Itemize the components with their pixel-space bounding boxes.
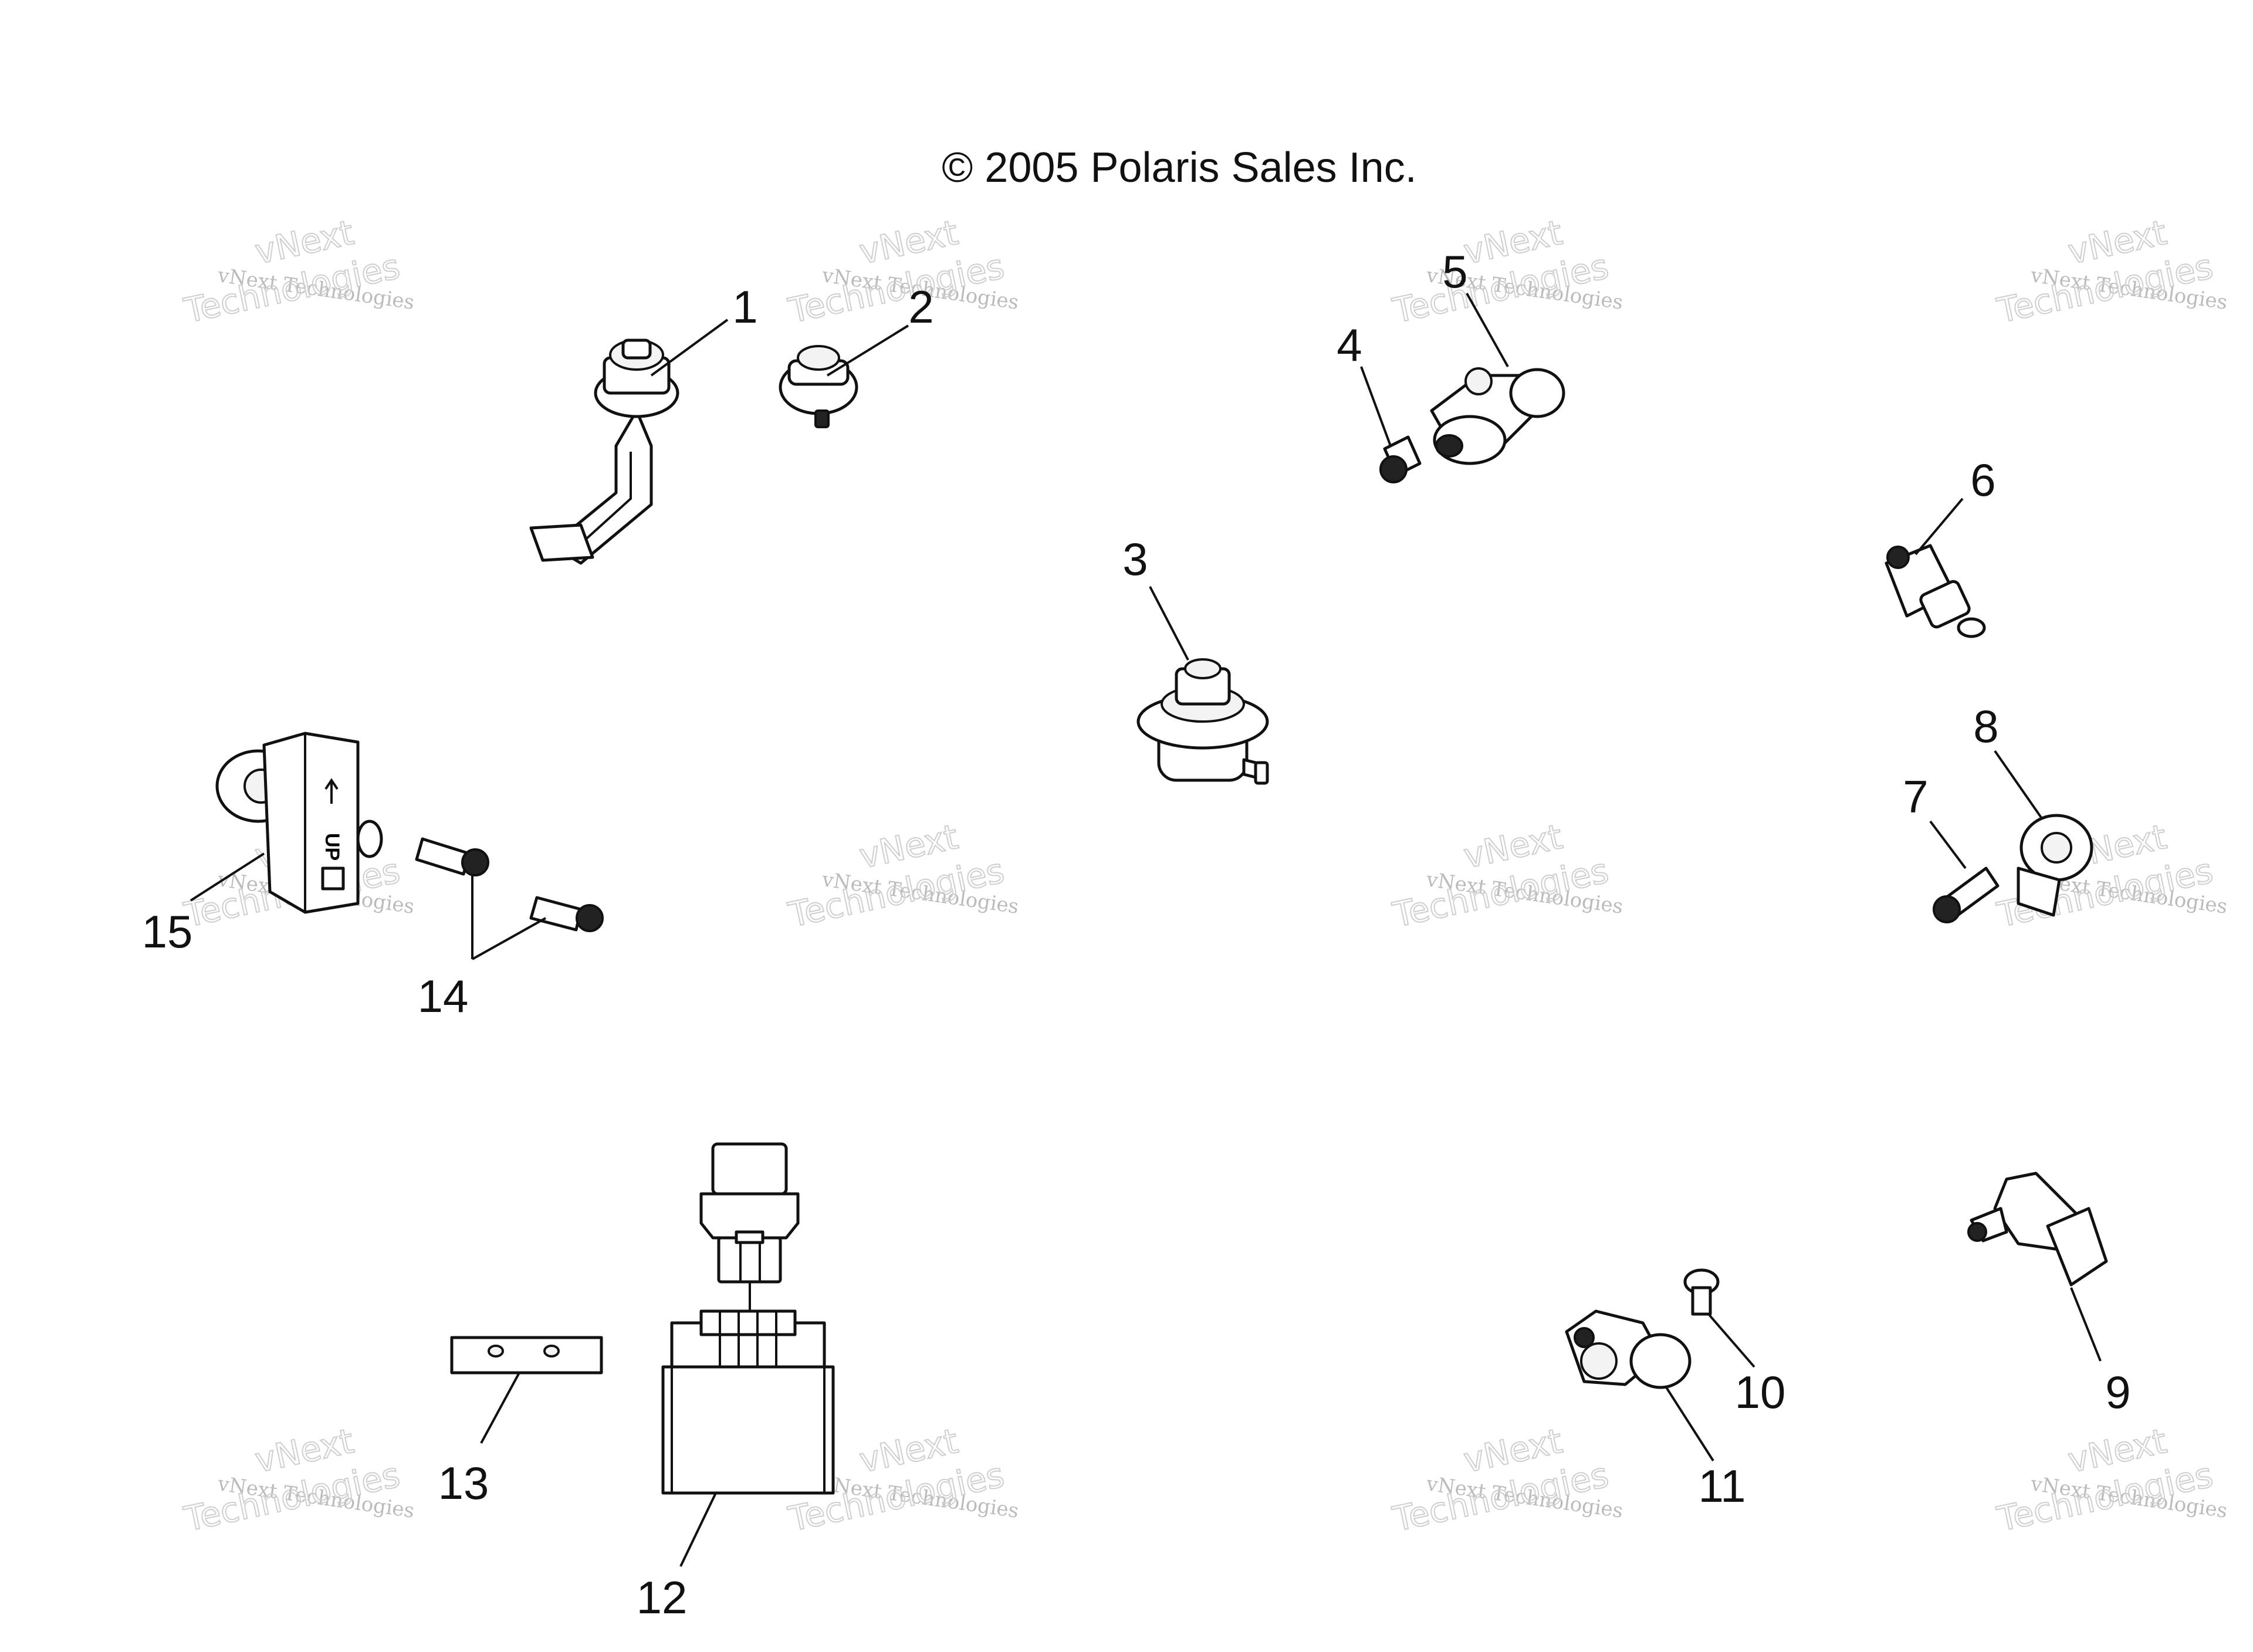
part-2-sensor <box>779 345 858 428</box>
part-label-6: 6 <box>1970 454 1995 506</box>
part-labels: 1 2 3 4 5 6 7 8 9 10 11 12 13 14 15 <box>142 246 2131 1623</box>
part-13-bracket <box>450 1336 603 1375</box>
watermark: vNext vNext Technologies Technologies <box>1389 816 1625 936</box>
part-label-3: 3 <box>1122 533 1148 585</box>
part-label-9: 9 <box>2105 1366 2130 1418</box>
part-label-1: 1 <box>732 281 757 333</box>
part-label-5: 5 <box>1442 246 1467 297</box>
watermark: vNext vNext Technologies Technologies <box>1993 1420 2229 1540</box>
part-8-knock-sensor <box>2017 814 2093 917</box>
part-15-sensor-module: UP <box>215 732 383 914</box>
part-10-bolt <box>1683 1268 1720 1316</box>
watermark: vNext vNext Technologies Technologies <box>1389 1420 1625 1540</box>
part-14-screws <box>415 837 604 932</box>
part-label-2: 2 <box>908 281 933 333</box>
part-1-sensor-with-lead <box>529 338 679 565</box>
part-label-14: 14 <box>418 970 469 1022</box>
part-4-screw <box>1379 435 1422 483</box>
part-11-cam-sensor <box>1565 1309 1692 1389</box>
part-3-pressure-regulator <box>1136 658 1269 785</box>
part-label-4: 4 <box>1337 319 1362 371</box>
part-label-10: 10 <box>1735 1366 1786 1418</box>
part-label-12: 12 <box>637 1572 688 1623</box>
part-12-relay-module <box>661 1142 835 1495</box>
part-label-13: 13 <box>438 1457 489 1509</box>
watermark: vNext vNext Technologies Technologies <box>1389 212 1625 331</box>
watermark: vNext vNext Technologies Technologies <box>1993 212 2229 331</box>
part-9-map-sensor <box>1967 1172 2108 1287</box>
watermark: vNext vNext Technologies Technologies <box>784 816 1020 936</box>
part-label-7: 7 <box>1903 771 1928 822</box>
part-5-speed-sensor <box>1430 367 1565 465</box>
part-label-11: 11 <box>1699 1460 1746 1512</box>
part-7-screw <box>1933 866 2000 923</box>
copyright-text: © 2005 Polaris Sales Inc. <box>942 144 1416 191</box>
watermark: vNext vNext Technologies Technologies <box>784 212 1020 331</box>
part-6-temperature-sensor <box>1885 544 1986 638</box>
svg-text:UP: UP <box>321 833 343 861</box>
watermark: vNext vNext Technologies Technologies <box>180 212 416 331</box>
part-label-15: 15 <box>142 906 193 957</box>
part-label-8: 8 <box>1973 700 1998 752</box>
watermark: vNext vNext Technologies Technologies <box>180 1420 416 1540</box>
leader-lines <box>190 293 2102 1567</box>
